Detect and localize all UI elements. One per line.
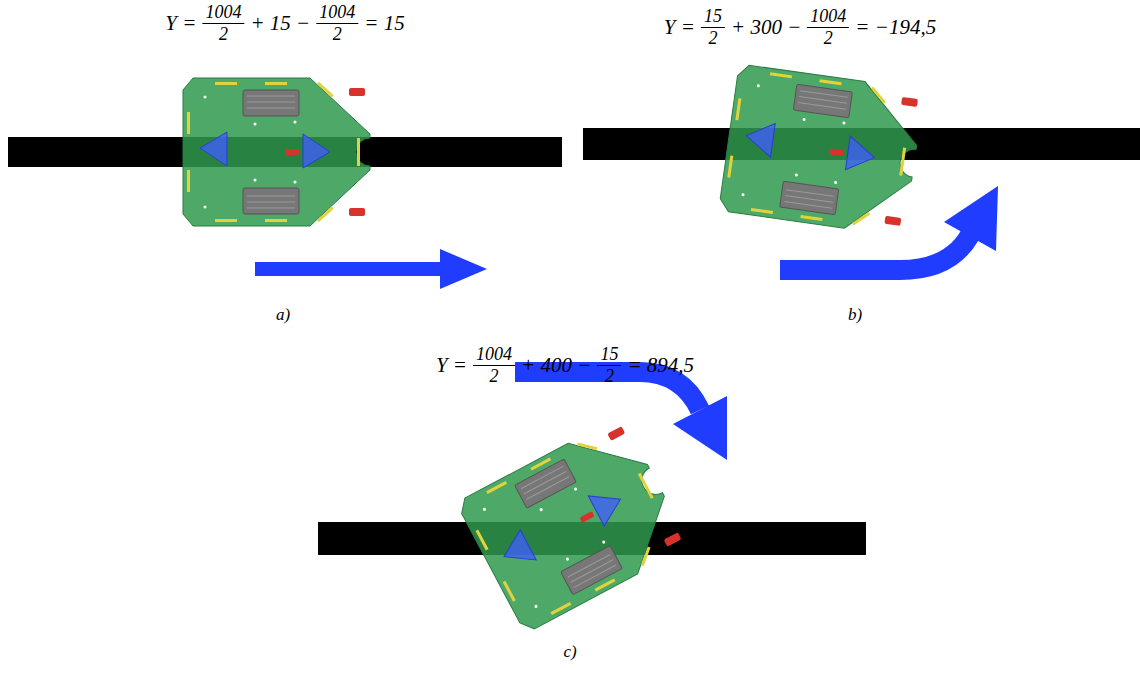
fraction-bar <box>316 23 358 24</box>
formula-term: = −194,5 <box>851 15 940 40</box>
motion-arrow <box>515 372 727 460</box>
fraction-bar <box>473 365 515 366</box>
denominator: 2 <box>705 28 720 49</box>
fraction: 10042 <box>807 6 849 48</box>
robot <box>719 64 925 237</box>
numerator: 1004 <box>473 344 515 365</box>
numerator: 15 <box>701 6 725 27</box>
numerator: 15 <box>597 344 621 365</box>
numerator: 1004 <box>807 6 849 27</box>
formula: Y =152+ 300 −10042= −194,5 <box>660 6 940 48</box>
denominator: 2 <box>216 24 231 45</box>
formula: Y =10042+ 400 −152= 894,5 <box>432 344 698 386</box>
robot <box>183 78 370 226</box>
formula-term: + 400 − <box>517 353 595 378</box>
motion-arrow <box>255 249 487 289</box>
fraction: 152 <box>597 344 621 386</box>
formula: Y =10042+ 15 −10042= 15 <box>161 2 408 44</box>
fraction: 152 <box>701 6 725 48</box>
fraction-bar <box>701 27 725 28</box>
panel-label: b) <box>848 305 862 325</box>
fraction: 10042 <box>316 2 358 44</box>
formula-term: + 300 − <box>727 15 805 40</box>
denominator: 2 <box>330 24 345 45</box>
panel-label: c) <box>563 642 576 662</box>
denominator: 2 <box>602 366 617 387</box>
formula-term: Y = <box>161 11 200 36</box>
formula-term: Y = <box>432 353 471 378</box>
numerator: 1004 <box>316 2 358 23</box>
numerator: 1004 <box>202 2 244 23</box>
fraction: 10042 <box>473 344 515 386</box>
denominator: 2 <box>487 366 502 387</box>
formula-term: Y = <box>660 15 699 40</box>
motion-arrow <box>780 186 998 270</box>
fraction-bar <box>597 365 621 366</box>
formula-term: = 15 <box>360 11 408 36</box>
fraction: 10042 <box>202 2 244 44</box>
fraction-bar <box>807 27 849 28</box>
denominator: 2 <box>821 28 836 49</box>
robot <box>456 415 691 633</box>
fraction-bar <box>202 23 244 24</box>
formula-term: + 15 − <box>246 11 314 36</box>
formula-term: = 894,5 <box>623 353 698 378</box>
panel-label: a) <box>276 305 290 325</box>
